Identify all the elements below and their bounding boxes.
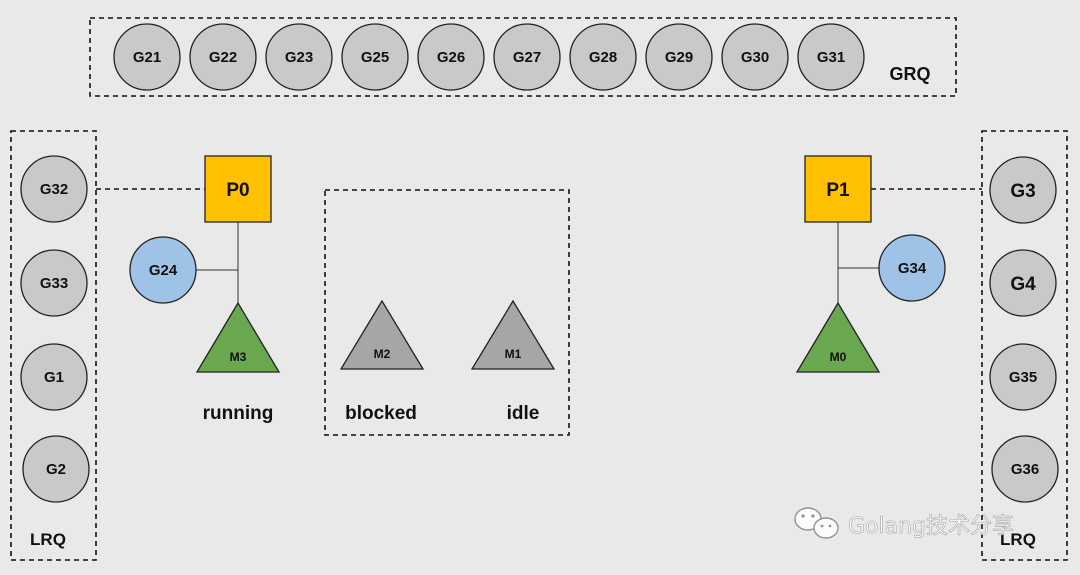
svg-text:G31: G31 — [817, 49, 845, 66]
machine-m2: M2 — [339, 299, 425, 370]
svg-text:G24: G24 — [149, 262, 178, 279]
goroutine: G30 — [721, 23, 789, 91]
svg-text:G1: G1 — [44, 369, 64, 386]
goroutine: G22 — [189, 23, 257, 91]
running-goroutine-g24: G24 — [129, 236, 197, 304]
svg-text:G28: G28 — [589, 49, 617, 66]
svg-text:G36: G36 — [1011, 461, 1039, 478]
svg-text:P1: P1 — [826, 180, 850, 201]
svg-text:G21: G21 — [133, 49, 161, 66]
goroutine: G32 — [20, 155, 88, 223]
svg-text:G22: G22 — [209, 49, 237, 66]
svg-text:G35: G35 — [1009, 369, 1037, 386]
grq-label: GRQ — [889, 64, 930, 84]
left-lrq-goroutines: G32 G33 G1 G2 — [20, 155, 90, 503]
blocked-label: blocked — [345, 403, 417, 424]
goroutine: G27 — [493, 23, 561, 91]
svg-text:G34: G34 — [898, 260, 927, 277]
left-lrq-box — [10, 130, 97, 561]
watermark-text: Golang技术分享 — [848, 514, 1014, 539]
left-lrq-label: LRQ — [30, 530, 66, 549]
goroutine: G26 — [417, 23, 485, 91]
right-lrq-box — [981, 130, 1068, 561]
svg-text:G2: G2 — [46, 461, 66, 478]
svg-text:G23: G23 — [285, 49, 313, 66]
grq-goroutines: G21 G22 G23 G25 G26 G27 G28 G29 G30 G31 — [113, 23, 865, 91]
goroutine: G33 — [20, 249, 88, 317]
processor-p0: P0 — [204, 155, 272, 223]
machine-m0: M0 — [795, 301, 881, 373]
goroutine: G2 — [22, 435, 90, 503]
goroutine: G3 — [989, 156, 1057, 224]
idle-label: idle — [507, 403, 540, 424]
goroutine: G1 — [20, 343, 88, 411]
goroutine: G25 — [341, 23, 409, 91]
goroutine: G28 — [569, 23, 637, 91]
svg-text:G30: G30 — [741, 49, 769, 66]
right-lrq-goroutines: G3 G4 G35 G36 — [989, 156, 1059, 503]
svg-text:P0: P0 — [226, 180, 249, 201]
svg-text:M2: M2 — [374, 347, 391, 361]
goroutine: G36 — [991, 435, 1059, 503]
grq-box — [89, 17, 957, 97]
goroutine: G21 — [113, 23, 181, 91]
svg-text:G3: G3 — [1010, 181, 1035, 202]
running-label: running — [203, 403, 274, 424]
goroutine: G4 — [989, 249, 1057, 317]
middle-box — [324, 189, 570, 436]
svg-text:G32: G32 — [40, 181, 68, 198]
running-goroutine-g34: G34 — [878, 234, 946, 302]
svg-text:G29: G29 — [665, 49, 693, 66]
right-lrq-label: LRQ — [1000, 530, 1036, 549]
svg-text:G27: G27 — [513, 49, 541, 66]
goroutine: G35 — [989, 343, 1057, 411]
machine-m3: M3 — [195, 301, 281, 373]
goroutine: G23 — [265, 23, 333, 91]
machine-m1: M1 — [470, 299, 556, 370]
goroutine: G29 — [645, 23, 713, 91]
svg-text:G26: G26 — [437, 49, 465, 66]
svg-text:G4: G4 — [1010, 274, 1036, 295]
watermark: Golang技术分享 — [794, 507, 1014, 539]
svg-text:M3: M3 — [230, 350, 247, 364]
processor-p1: P1 — [804, 155, 872, 223]
svg-text:G33: G33 — [40, 275, 68, 292]
svg-text:M1: M1 — [505, 347, 522, 361]
svg-text:G25: G25 — [361, 49, 389, 66]
wechat-icon — [794, 507, 839, 539]
goroutine: G31 — [797, 23, 865, 91]
svg-text:M0: M0 — [830, 350, 847, 364]
